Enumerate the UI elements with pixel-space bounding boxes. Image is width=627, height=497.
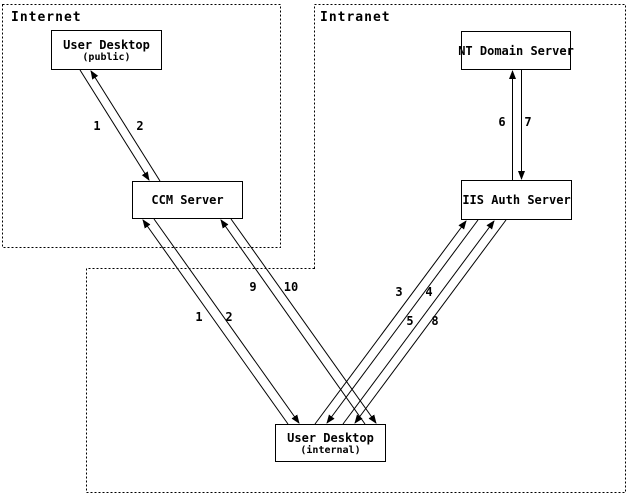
arrow-2-ccm-to-public-desktop: [90, 70, 161, 182]
flow-label-5: 5: [406, 314, 414, 328]
arrow-10-ccm-to-internal-desktop: [230, 218, 377, 424]
node-nt-domain-server: NT Domain Server: [458, 31, 574, 70]
arrow-9-internal-desktop-to-ccm: [220, 219, 366, 425]
flow-label-6: 6: [498, 115, 506, 129]
flow-label-10: 10: [283, 280, 299, 294]
node-title: User Desktop: [63, 37, 150, 52]
arrow-5-internal-desktop-to-iis: [342, 220, 495, 425]
arrow-4-iis-to-internal-desktop: [326, 219, 479, 424]
node-title: User Desktop: [287, 430, 374, 445]
intranet-internal-zone-border: [86, 4, 626, 493]
flow-label-4: 4: [425, 285, 433, 299]
arrow-3-internal-desktop-to-iis: [314, 220, 467, 425]
node-iis-auth-server: IIS Auth Server: [461, 180, 572, 220]
node-title: CCM Server: [151, 193, 224, 207]
flow-label-1-internal: 1: [195, 310, 203, 324]
node-ccm-server: CCM Server: [132, 181, 243, 219]
node-user-desktop-public: User Desktop (public): [51, 30, 162, 70]
node-user-desktop-internal: User Desktop (internal): [275, 424, 386, 462]
node-subtitle: (internal): [300, 444, 361, 456]
intranet-zone-label: Intranet: [320, 10, 391, 25]
node-subtitle: (public): [82, 51, 131, 63]
flow-label-1-public: 1: [93, 119, 101, 133]
flow-label-8: 8: [431, 314, 439, 328]
flow-label-2-public: 2: [136, 119, 144, 133]
node-title: IIS Auth Server: [462, 193, 571, 207]
flow-label-9: 9: [249, 280, 257, 294]
internet-zone-label: Internet: [11, 10, 82, 25]
flow-label-3: 3: [395, 285, 403, 299]
arrow-1-internal-desktop-to-ccm: [142, 219, 289, 425]
flow-label-7: 7: [524, 115, 532, 129]
flow-label-2-internal: 2: [225, 310, 233, 324]
node-title: NT Domain Server: [458, 43, 574, 58]
